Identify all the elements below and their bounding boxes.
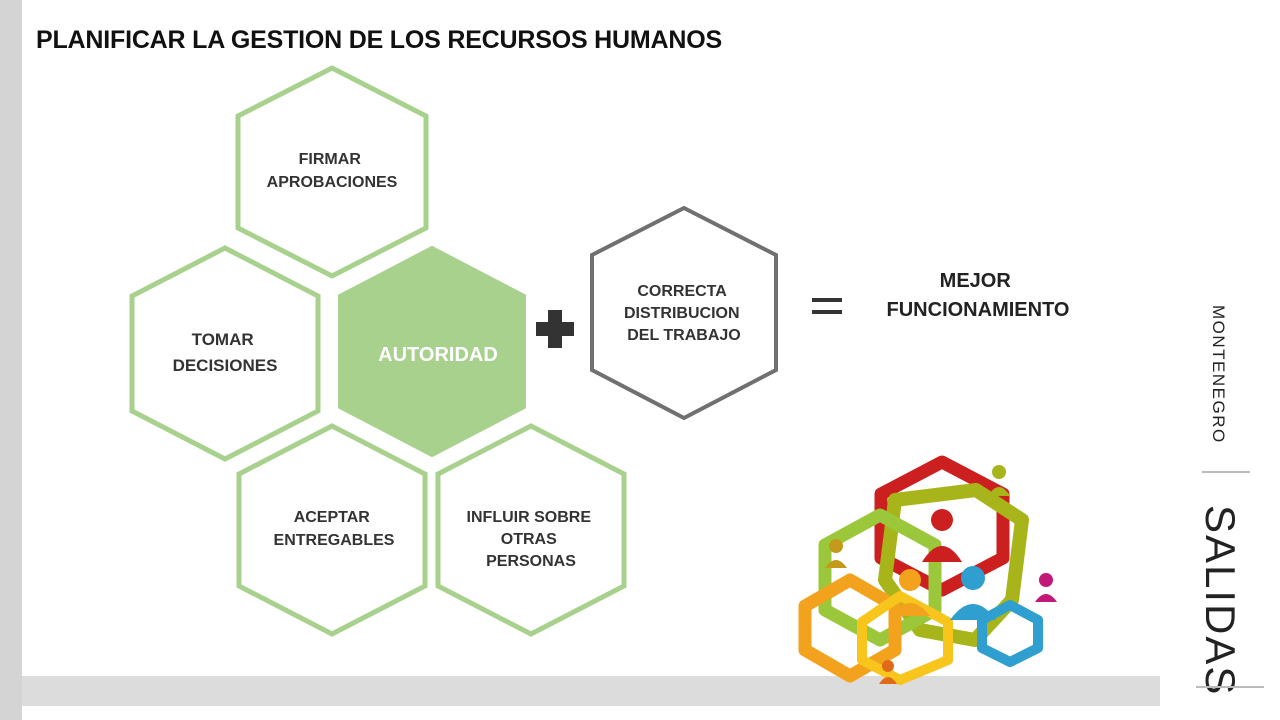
- hex-firmar-line-2: APROBACIONES: [267, 174, 398, 191]
- hex-aceptar-line-2: ENTREGABLES: [274, 532, 395, 549]
- side-brand-label: MONTENEGRO: [1209, 305, 1228, 444]
- hex-correcta-line-3: DEL TRABAJO: [627, 327, 741, 344]
- hexagon-tomar-decisiones: TOMAR DECISIONES: [129, 245, 321, 462]
- svg-text:FIRMAR APROBACIONES: FIRMAR APROBACIONES: [267, 151, 398, 191]
- hex-tomar-line-2: DECISIONES: [173, 356, 278, 375]
- equals-icon: [812, 298, 842, 314]
- orange-person-icon: [890, 569, 930, 616]
- hex-autoridad-label: AUTORIDAD: [378, 344, 498, 366]
- hex-tomar-line-1: TOMAR: [192, 330, 254, 349]
- result-line-2: FUNCIONAMIENTO: [887, 299, 1070, 321]
- svg-text:CORRECTA DISTRIBUCION: CORRECTA DISTRIBUCION DEL TRABAJO: [624, 283, 744, 344]
- hex-influir-line-1: INFLUIR SOBRE: [467, 509, 592, 526]
- hex-firmar-line-1: FIRMAR: [299, 151, 362, 168]
- hex-correcta-line-1: CORRECTA: [637, 283, 727, 300]
- svg-text:TOMAR DECISIONES: TOMAR DECISIONES: [173, 330, 278, 375]
- svg-text:ACEPTAR ENTREGABLES: ACEPTAR ENTREGABLES: [274, 509, 395, 549]
- lime-person-icon: [988, 465, 1010, 496]
- hexagon-firmar-aprobaciones: FIRMAR APROBACIONES: [235, 65, 429, 279]
- hex-influir-line-2: OTRAS: [501, 531, 557, 548]
- hex-influir-line-3: PERSONAS: [486, 553, 576, 570]
- plus-icon: [536, 310, 574, 348]
- svg-text:MEJOR FUNCIONAMIENTO: MEJOR FUNCIONAMIENTO: [887, 270, 1070, 321]
- result-line-1: MEJOR: [940, 270, 1012, 292]
- hexagon-correcta-distribucion: CORRECTA DISTRIBUCION DEL TRABAJO: [590, 205, 778, 421]
- side-divider-top: [1202, 471, 1250, 473]
- side-section-label: SALIDAS: [1197, 505, 1244, 697]
- olive-person-icon: [825, 539, 847, 568]
- side-divider-bottom: [1196, 686, 1264, 688]
- blue-person-icon: [950, 566, 996, 620]
- small-orange-person-icon: [879, 660, 897, 684]
- hexagon-autoridad: AUTORIDAD: [338, 245, 526, 458]
- red-person-icon: [922, 509, 962, 562]
- hex-aceptar-line-1: ACEPTAR: [294, 509, 371, 526]
- hexagon-aceptar-entregables: ACEPTAR ENTREGABLES: [236, 423, 428, 637]
- left-accent-bar: [0, 0, 22, 720]
- bottom-accent-bar: [22, 676, 1160, 706]
- teamwork-illustration: [798, 455, 1043, 685]
- hexagon-influir-personas: INFLUIR SOBRE OTRAS PERSONAS: [435, 423, 627, 637]
- svg-text:INFLUIR SOBRE OTRAS: INFLUIR SOBRE OTRAS PERSONAS: [467, 509, 596, 570]
- slide-title: PLANIFICAR LA GESTION DE LOS RECURSOS HU…: [36, 26, 722, 54]
- magenta-person-icon: [1035, 573, 1057, 602]
- hex-correcta-line-2: DISTRIBUCION: [624, 305, 740, 322]
